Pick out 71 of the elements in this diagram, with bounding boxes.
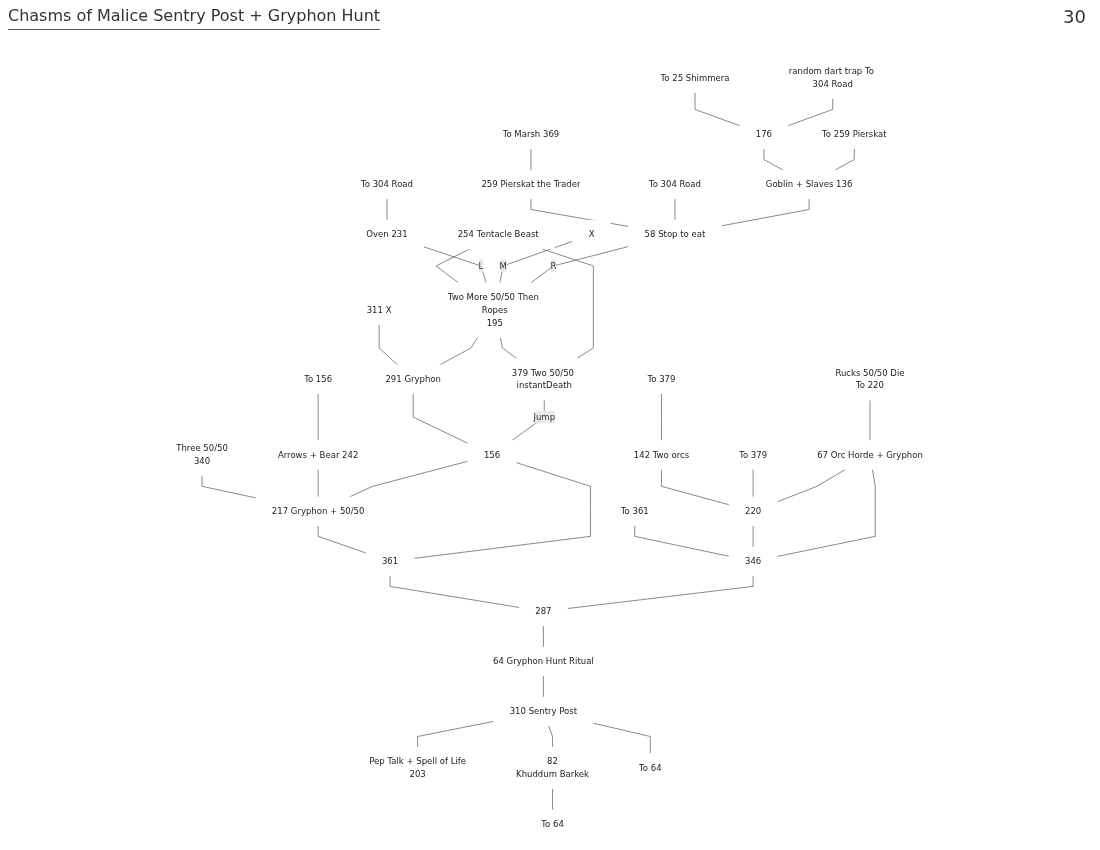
node-text: 156 (484, 449, 501, 460)
node-text: 64 Gryphon Hunt Ritual (493, 655, 595, 666)
node-text: Two More 50/50 Then Ropes 195 (448, 291, 540, 328)
node-text: To 379 (739, 449, 768, 460)
connector (661, 392, 663, 441)
connector (439, 336, 479, 365)
node-text: To 361 (621, 505, 650, 516)
connector (777, 468, 877, 557)
node-text: To 379 (648, 373, 676, 384)
node-text: 310 Sentry Post (510, 705, 578, 716)
page-number: 30 (1063, 6, 1086, 27)
connector (835, 148, 856, 170)
node-text: Three 50/50 340 (176, 442, 229, 466)
node-text: 82 Khuddum Barkek (516, 755, 590, 779)
node-text: To 259 Pierskat (822, 128, 888, 139)
edge-label: Jump (533, 411, 556, 422)
connector (500, 336, 518, 359)
connector (661, 468, 730, 505)
node-text: 311 X (367, 304, 392, 315)
node-text: 142 Two orcs (634, 449, 690, 460)
edge-label: M (499, 260, 508, 271)
connector (593, 722, 652, 754)
node-text: 254 Tentacle Beast (458, 228, 540, 239)
node-text: 220 (745, 505, 762, 516)
node-text: To 64 (541, 818, 565, 829)
node-text: 217 Gryphon + 50/50 (272, 505, 365, 516)
node-text: 346 (745, 555, 762, 566)
connector (552, 787, 554, 810)
connector (202, 474, 257, 498)
node-text: To 304 Road (649, 178, 702, 189)
node-text: Rucks 50/50 Die To 220 (835, 367, 905, 391)
connector (417, 720, 495, 747)
node-text: To 64 (639, 762, 663, 773)
node-text: 361 (382, 555, 399, 566)
connector (413, 392, 469, 444)
connector (777, 468, 847, 502)
connector (423, 245, 488, 283)
node-text: To 156 (304, 373, 333, 384)
node-text: 259 Pierskat the Trader (481, 178, 581, 189)
connector (721, 198, 810, 226)
connector (634, 524, 730, 557)
connector (567, 574, 754, 609)
connector (500, 240, 574, 283)
connector (788, 97, 834, 126)
connector (390, 574, 521, 608)
node-text: random dart trap To 304 Road (789, 65, 875, 89)
connector (512, 399, 546, 441)
node-text: To 25 Shimmera (661, 72, 730, 83)
node-text: 176 (756, 128, 773, 139)
connector (543, 675, 545, 697)
connector (695, 91, 741, 126)
node-text: 291 Gryphon (385, 373, 442, 384)
connector (379, 323, 399, 365)
node-text: Oven 231 (366, 228, 409, 239)
connector (414, 461, 592, 559)
connector (548, 725, 554, 747)
node-text: Goblin + Slaves 136 (766, 178, 853, 189)
connector (543, 624, 545, 647)
connector (530, 245, 630, 283)
node-text: To 304 Road (361, 178, 414, 189)
node-text: 379 Two 50/50 instantDeath (512, 367, 575, 391)
node-text: Arrows + Bear 242 (278, 449, 359, 460)
node-text: 58 Stop to eat (645, 228, 706, 239)
node-text: Pep Talk + Spell of Life 203 (369, 755, 467, 779)
node-text: 67 Orc Horde + Gryphon (817, 449, 924, 460)
node-text: 287 (535, 605, 553, 616)
page-title: Chasms of Malice Sentry Post + Gryphon Hunt (8, 6, 381, 30)
connector (318, 524, 367, 553)
node-text: To Marsh 369 (503, 128, 560, 139)
edge-label: L (479, 260, 484, 271)
edge-label: R (550, 260, 557, 271)
